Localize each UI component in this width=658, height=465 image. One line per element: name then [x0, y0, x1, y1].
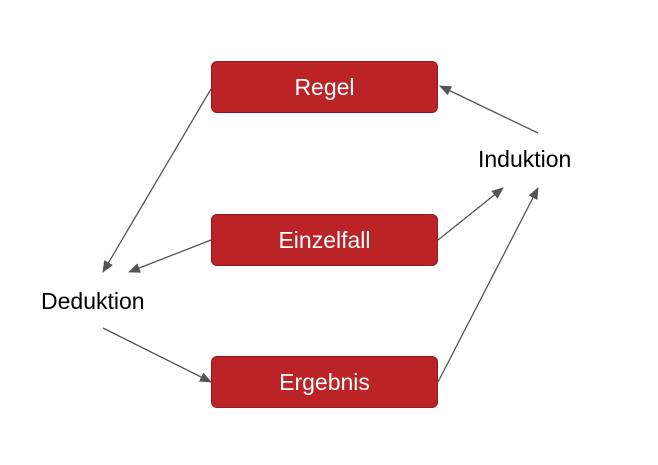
regel-box: Regel [211, 61, 438, 113]
einzelfall-box: Einzelfall [211, 214, 438, 266]
arrow-einzelfall-to-induktion [437, 187, 504, 241]
arrow-einzelfall-to-deduktion [128, 239, 212, 273]
einzelfall-label: Einzelfall [278, 226, 371, 253]
induktion-label: Induktion [478, 146, 572, 172]
arrow-induktion-to-regel [439, 85, 539, 134]
arrow-regel-to-deduktion [102, 88, 212, 273]
arrow-ergebnis-to-induktion [437, 187, 539, 383]
ergebnis-label: Ergebnis [279, 368, 370, 395]
regel-label: Regel [294, 73, 355, 100]
deduktion-label: Deduktion [41, 288, 145, 314]
arrow-deduktion-to-ergebnis [102, 327, 212, 383]
ergebnis-box: Ergebnis [211, 356, 438, 408]
